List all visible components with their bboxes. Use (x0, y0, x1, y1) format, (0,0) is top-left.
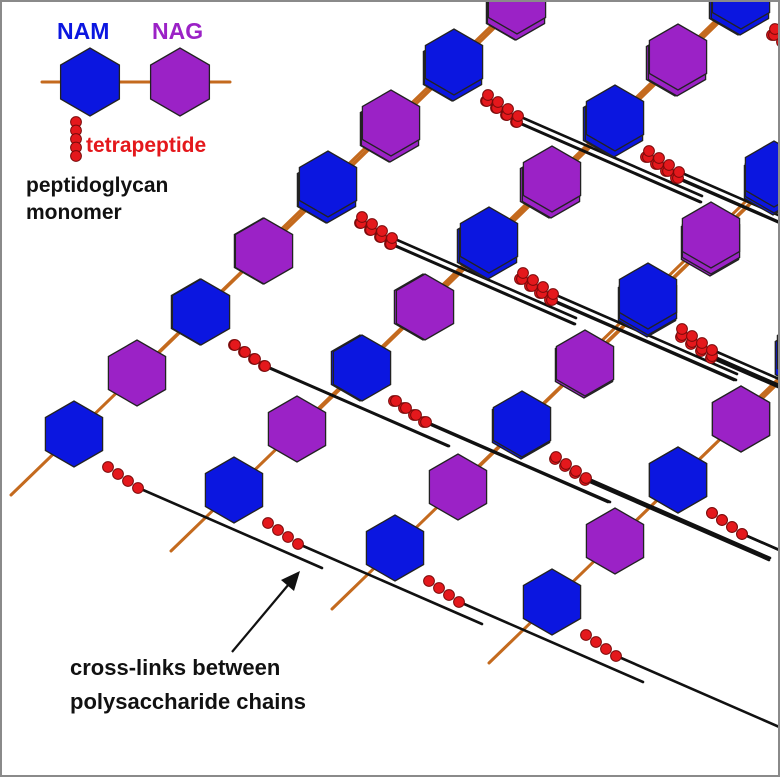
tetrapeptide-bead (601, 644, 612, 655)
tetrapeptide-bead (483, 90, 494, 101)
tetrapeptide-bead (611, 651, 622, 662)
nam-sugar (45, 401, 102, 467)
legend-nam-icon (61, 48, 120, 116)
tetrapeptide-bead (697, 338, 708, 349)
legend-monomer-label-line1: peptidoglycan (26, 175, 168, 196)
tetrapeptide-bead (503, 104, 514, 115)
tetrapeptide-bead (571, 466, 582, 477)
legend-nag-icon (151, 48, 210, 116)
legend-nag-label: NAG (152, 20, 203, 43)
nag-sugar (586, 508, 643, 574)
tetrapeptide-bead (293, 539, 304, 550)
crosslink-line (612, 654, 780, 736)
tetrapeptide-bead (424, 576, 435, 587)
tetrapeptide-bead (707, 508, 718, 519)
tetrapeptide-bead (357, 212, 368, 223)
tetrapeptide-bead (528, 275, 539, 286)
tetrapeptide-bead (367, 219, 378, 230)
tetrapeptide-bead (591, 637, 602, 648)
tetrapeptide-bead (250, 354, 261, 365)
tetrapeptide-bead (518, 268, 529, 279)
crosslink-layer (134, 48, 780, 736)
nag-sugar (268, 396, 325, 462)
tetrapeptide-bead (401, 403, 412, 414)
tetrapeptide-bead (654, 153, 665, 164)
tetrapeptide-bead (707, 345, 718, 356)
tetrapeptide-bead (123, 476, 134, 487)
crosslink-line (738, 532, 780, 614)
tetrapeptide-bead (561, 459, 572, 470)
tetrapeptide-bead (454, 597, 465, 608)
tetrapeptide-bead (727, 522, 738, 533)
tetrapeptide-bead (548, 289, 559, 300)
tetrapeptide-bead (770, 24, 780, 35)
tetrapeptide-bead (677, 324, 688, 335)
tetrapeptide-bead (538, 282, 549, 293)
nam-sugar (523, 569, 580, 635)
tetrapeptide-bead (674, 167, 685, 178)
nam-sugar (205, 457, 262, 523)
crosslink-line (738, 532, 780, 614)
tetrapeptide-bead (230, 340, 241, 351)
legend-nam-label: NAM (57, 20, 109, 43)
nag-sugar (429, 454, 486, 520)
tetrapeptide-bead (687, 331, 698, 342)
tetrapeptide-bead (387, 233, 398, 244)
nam-sugar (172, 279, 229, 345)
tetrapeptide-bead (581, 630, 592, 641)
tetrapeptide-bead (664, 160, 675, 171)
tetrapeptide-bead (377, 226, 388, 237)
tetrapeptide-bead (103, 462, 114, 473)
tetrapeptide-bead (391, 396, 402, 407)
nam-sugar (649, 447, 706, 513)
tetrapeptide-bead (513, 111, 524, 122)
tetrapeptide-bead (260, 361, 271, 372)
tetrapeptide-bead (421, 417, 432, 428)
tetrapeptide-bead (113, 469, 124, 480)
tetrapeptide-bead (644, 146, 655, 157)
legend-monomer-label-line2: monomer (26, 202, 122, 223)
tetrapeptide-bead (551, 452, 562, 463)
tetrapeptide-bead (283, 532, 294, 543)
legend-tetrapeptide-label: tetrapeptide (86, 135, 206, 156)
tetrapeptide-bead (717, 515, 728, 526)
nag-sugar (108, 340, 165, 406)
tetrapeptide-bead (411, 410, 422, 421)
tetrapeptide-bead (737, 529, 748, 540)
crosslink-annotation-line2: polysaccharide chains (70, 691, 306, 713)
tetrapeptide-bead (444, 590, 455, 601)
nam-sugar (366, 515, 423, 581)
tetrapeptide-bead (434, 583, 445, 594)
tetrapeptide-bead (493, 97, 504, 108)
crosslink-annotation-line1: cross-links between (70, 657, 280, 679)
tetrapeptide-bead (240, 347, 251, 358)
annotation-arrow (232, 571, 300, 652)
tetrapeptide-bead (273, 525, 284, 536)
tetrapeptide-bead (581, 473, 592, 484)
legend-tetrapeptide-bead (71, 151, 82, 162)
tetrapeptide-bead (133, 483, 144, 494)
tetrapeptide-bead (263, 518, 274, 529)
